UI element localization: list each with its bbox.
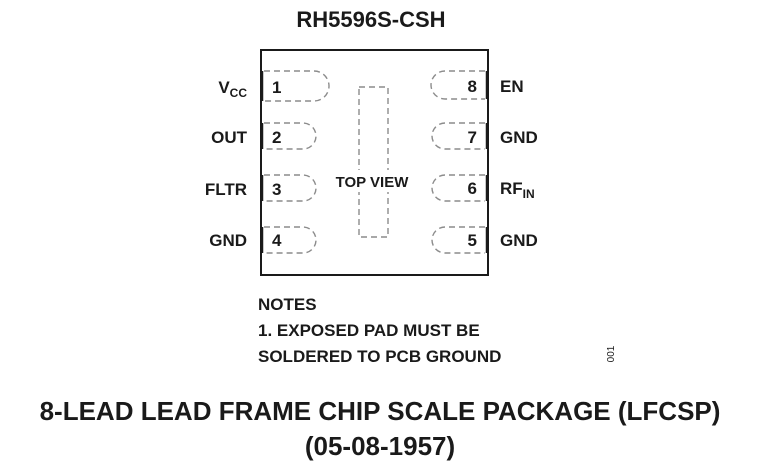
pin-7-label: GND [500,128,538,147]
pin-8-pad [430,70,485,100]
pin-1: 1 VCC [218,70,330,102]
pin-5-number: 5 [468,231,477,250]
pin-5: 5 GND [431,226,538,254]
package-name: 8-LEAD LEAD FRAME CHIP SCALE PACKAGE (LF… [40,396,721,426]
pin-2: 2 OUT [211,122,317,150]
pin-8-label: EN [500,77,524,96]
pin-2-label: OUT [211,128,248,147]
pin-3-pad [264,174,317,202]
pin-3-label: FLTR [205,180,247,199]
pin-2-number: 2 [272,128,281,147]
notes-line-2: SOLDERED TO PCB GROUND [258,347,501,366]
pin-4-number: 4 [272,231,282,250]
pin-5-label: GND [500,231,538,250]
pin-2-pad [264,122,317,150]
package-code: (05-08-1957) [305,431,455,461]
pin-1-number: 1 [272,78,281,97]
pin-4-label: GND [209,231,247,250]
part-number-title: RH5596S-CSH [296,7,445,32]
pin-1-pad [264,70,330,102]
pin-7-number: 7 [468,128,477,147]
pin-5-pad [431,226,485,254]
pin-6: 6 RFIN [431,174,535,202]
pin-8-number: 8 [468,77,477,96]
pin-7-pad [431,122,485,150]
exposed-pad [358,86,389,238]
pin-8: 8 EN [430,70,524,100]
pin-6-pad [431,174,485,202]
pin-1-label-sub: CC [230,86,248,100]
pin-4-pad [264,226,317,254]
package-body [260,49,489,276]
pin-3: 3 FLTR [205,174,317,202]
notes-line-1: 1. EXPOSED PAD MUST BE [258,321,480,340]
pin-1-label: VCC [218,78,247,100]
pin-6-label: RFIN [500,179,535,201]
pin-7: 7 GND [431,122,538,150]
pin-6-label-sub: IN [523,187,535,201]
pin-1-label-main: V [218,78,230,97]
pin-6-number: 6 [468,179,477,198]
notes-heading: NOTES [258,295,317,314]
pin-6-label-main: RF [500,179,523,198]
view-label-bg [326,170,420,192]
pin-4: 4 GND [209,226,317,254]
view-label: TOP VIEW [336,174,410,191]
figure-id: 001 [606,345,617,362]
right-pins: 8 EN 7 GND 6 RFIN 5 GND [430,70,538,254]
pin-3-number: 3 [272,180,281,199]
left-pins: 1 VCC 2 OUT 3 FLTR 4 GND [205,70,330,254]
